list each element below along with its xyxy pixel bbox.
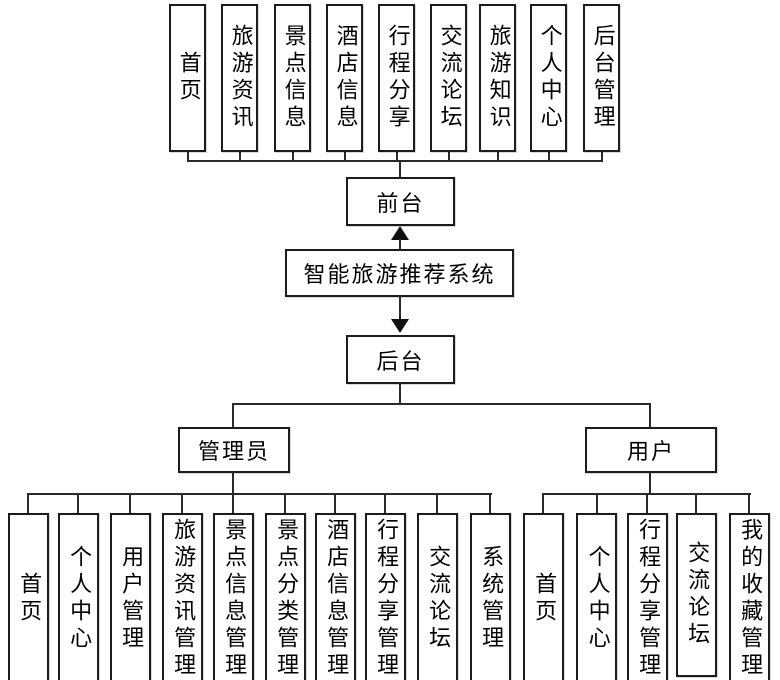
front-item-stub-line <box>547 152 550 162</box>
user-item-label: 我的收藏管理 <box>737 518 763 680</box>
user-item-stub-line <box>595 493 598 514</box>
front-bus-drop-line <box>399 160 401 178</box>
user-item-stub-line <box>748 493 750 514</box>
front-item-stub-line <box>600 152 603 162</box>
admin-item-label: 行程分享管理 <box>373 518 399 680</box>
back-drop-line <box>399 383 401 404</box>
admin-item-box: 个人中心 <box>57 513 99 680</box>
root-box: 智能旅游推荐系统 <box>285 249 514 297</box>
admin-item-stub-line <box>77 493 79 514</box>
user-item-box: 首页 <box>522 513 564 680</box>
front-label: 前台 <box>376 191 425 217</box>
admin-item-box: 旅游资讯管理 <box>161 513 203 680</box>
admin-item-stub-line <box>284 493 286 514</box>
admin-bus-line <box>27 493 492 495</box>
arrow-down-icon <box>391 319 409 333</box>
front-item-label: 个人中心 <box>536 24 562 132</box>
admin-item-stub-line <box>232 493 234 514</box>
arrow-down-shaft-line <box>399 296 401 320</box>
user-item-stub-line <box>542 493 544 514</box>
front-item-label: 旅游知识 <box>485 24 511 132</box>
front-box: 前台 <box>346 177 455 226</box>
admin-item-box: 景点信息管理 <box>212 513 254 680</box>
user-item-box: 个人中心 <box>576 513 617 680</box>
admin-item-stub-line <box>436 493 438 514</box>
back-branch-bus-line <box>232 403 651 405</box>
admin-item-stub-line <box>384 493 386 514</box>
front-item-stub-line <box>186 152 189 162</box>
arrow-up-shaft-line <box>399 239 401 250</box>
front-item-box: 酒店信息 <box>326 4 363 152</box>
front-item-stub-line <box>395 152 398 162</box>
admin-item-label: 用户管理 <box>118 545 144 653</box>
front-item-stub-line <box>447 152 450 162</box>
front-bus-line <box>186 160 603 162</box>
admin-item-label: 景点分类管理 <box>273 518 299 680</box>
admin-item-label: 旅游资讯管理 <box>170 518 196 680</box>
admin-item-stub-line <box>27 493 29 514</box>
user-item-stub-line <box>646 493 648 514</box>
arrow-up-icon <box>391 226 409 240</box>
front-item-label: 酒店信息 <box>332 24 358 132</box>
user-item-box: 交流论坛 <box>675 513 717 677</box>
admin-item-box: 行程分享管理 <box>364 513 406 680</box>
front-item-stub-line <box>238 152 241 162</box>
front-item-label: 旅游资讯 <box>227 24 253 132</box>
front-item-label: 行程分享 <box>384 24 410 132</box>
user-item-label: 个人中心 <box>584 545 610 653</box>
front-item-box: 后台管理 <box>583 4 620 152</box>
front-item-box: 首页 <box>169 4 206 152</box>
user-item-label: 交流论坛 <box>684 541 710 649</box>
admin-item-label: 系统管理 <box>478 545 504 653</box>
user-drop-line <box>649 472 651 494</box>
admin-box: 管理员 <box>178 427 290 473</box>
user-item-stub-line <box>695 493 697 514</box>
root-label: 智能旅游推荐系统 <box>303 263 496 288</box>
front-item-stub-line <box>343 152 346 162</box>
admin-drop-line <box>232 472 234 494</box>
front-item-box: 旅游资讯 <box>221 4 258 152</box>
admin-item-box: 首页 <box>7 513 49 680</box>
user-item-label: 首页 <box>531 572 557 626</box>
user-branch-drop-line <box>649 403 651 428</box>
back-label: 后台 <box>376 349 425 375</box>
admin-item-label: 首页 <box>16 572 42 626</box>
back-box: 后台 <box>346 335 455 384</box>
admin-item-stub-line <box>334 493 336 514</box>
admin-item-box: 景点分类管理 <box>264 513 306 680</box>
admin-item-box: 交流论坛 <box>416 513 458 680</box>
admin-item-box: 系统管理 <box>469 513 511 680</box>
user-item-label: 行程分享管理 <box>635 518 661 680</box>
admin-item-label: 交流论坛 <box>425 545 451 653</box>
front-item-box: 个人中心 <box>530 4 567 152</box>
user-item-box: 行程分享管理 <box>626 513 668 680</box>
front-item-stub-line <box>291 152 294 162</box>
admin-item-stub-line <box>181 493 183 514</box>
admin-item-stub-line <box>129 493 131 514</box>
front-item-box: 旅游知识 <box>479 4 516 152</box>
user-box: 用户 <box>585 427 717 473</box>
front-item-box: 行程分享 <box>378 4 415 152</box>
front-item-box: 交流论坛 <box>430 4 467 152</box>
front-item-label: 后台管理 <box>589 24 615 132</box>
admin-item-label: 景点信息管理 <box>221 518 247 680</box>
admin-item-label: 酒店信息管理 <box>323 518 349 680</box>
admin-branch-drop-line <box>232 403 234 428</box>
admin-label: 管理员 <box>197 440 270 465</box>
admin-item-box: 酒店信息管理 <box>314 513 356 680</box>
front-item-label: 交流论坛 <box>436 24 462 132</box>
admin-item-label: 个人中心 <box>66 545 92 653</box>
front-item-label: 首页 <box>175 51 201 105</box>
user-item-box: 我的收藏管理 <box>728 513 770 680</box>
front-item-box: 景点信息 <box>274 4 311 152</box>
admin-item-box: 用户管理 <box>109 513 151 680</box>
front-item-label: 景点信息 <box>280 24 306 132</box>
front-item-stub-line <box>496 152 499 162</box>
user-label: 用户 <box>626 440 675 465</box>
admin-item-stub-line <box>489 493 491 514</box>
